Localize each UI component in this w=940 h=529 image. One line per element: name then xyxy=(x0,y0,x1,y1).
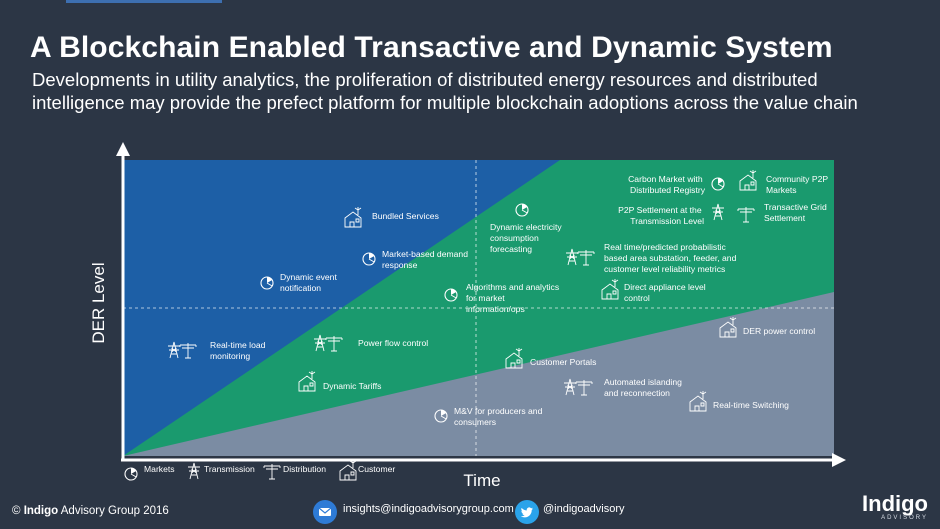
logo-text: Indigo xyxy=(862,491,928,516)
item-market-based-demand-response: Market-based demand response xyxy=(382,249,470,270)
legend-transmission-icon xyxy=(187,462,201,480)
legend-markets: Markets xyxy=(144,464,175,474)
item-bundled-services: Bundled Services xyxy=(372,211,439,221)
item-real-time-switching: Real-time Switching xyxy=(713,400,789,410)
y-axis-arrow xyxy=(116,142,130,156)
top-accent-bar xyxy=(66,0,222,3)
legend-customer: Customer xyxy=(358,464,395,474)
item-dynamic-tariffs: Dynamic Tariffs xyxy=(323,381,381,391)
email-link[interactable]: insights@indigoadvisorygroup.com xyxy=(343,503,514,515)
email-icon[interactable] xyxy=(313,500,337,524)
twitter-link[interactable]: @indigoadvisory xyxy=(543,503,625,515)
item-real-time-load-monitoring: Real-time load monitoring xyxy=(210,340,268,361)
item-dynamic-event-notification: Dynamic event notification xyxy=(280,272,339,293)
item-mv-producers: M&V for producers and consumers xyxy=(454,406,545,427)
item-power-flow-control: Power flow control xyxy=(358,338,428,348)
indigo-logo: Indigo ADVISORY xyxy=(862,491,928,522)
item-real-time-probabilistic: Real time/predicted probabilistic based … xyxy=(604,242,739,274)
legend-distribution-icon xyxy=(263,463,281,480)
item-p2p-settlement: P2P Settlement at the Transmission Level xyxy=(618,205,704,226)
logo-subtext: ADVISORY xyxy=(881,515,928,521)
legend-customer-icon xyxy=(339,459,357,481)
legend-distribution: Distribution xyxy=(283,464,326,474)
item-dynamic-electricity-forecasting: Dynamic electricity consumption forecast… xyxy=(490,222,564,254)
item-customer-portals: Customer Portals xyxy=(530,357,596,367)
item-automated-islanding: Automated islanding and reconnection xyxy=(604,377,684,398)
copyright-brand: Indigo xyxy=(23,505,59,517)
twitter-icon[interactable] xyxy=(515,500,539,524)
copyright: © Indigo Advisory Group 2016 xyxy=(12,505,169,517)
legend-markets-icon xyxy=(124,467,138,481)
item-community-p2p: Community P2P Markets xyxy=(766,174,830,195)
item-direct-appliance-control: Direct appliance level control xyxy=(624,282,708,303)
x-axis-arrow xyxy=(832,453,846,467)
item-carbon-market: Carbon Market with Distributed Registry xyxy=(628,174,706,195)
page-title: A Blockchain Enabled Transactive and Dyn… xyxy=(30,31,833,64)
page-subtitle: Developments in utility analytics, the p… xyxy=(32,69,858,113)
y-axis-label: DER Level xyxy=(89,262,108,343)
item-transactive-grid: Transactive Grid Settlement xyxy=(764,202,829,223)
copyright-text: Advisory Group 2016 xyxy=(60,505,169,517)
x-axis-label: Time xyxy=(463,471,500,490)
item-algorithms-analytics: Algorithms and analytics for market info… xyxy=(466,282,562,314)
copyright-symbol: © xyxy=(12,505,21,517)
legend-transmission: Transmission xyxy=(204,464,255,474)
item-der-power-control: DER power control xyxy=(743,326,815,336)
